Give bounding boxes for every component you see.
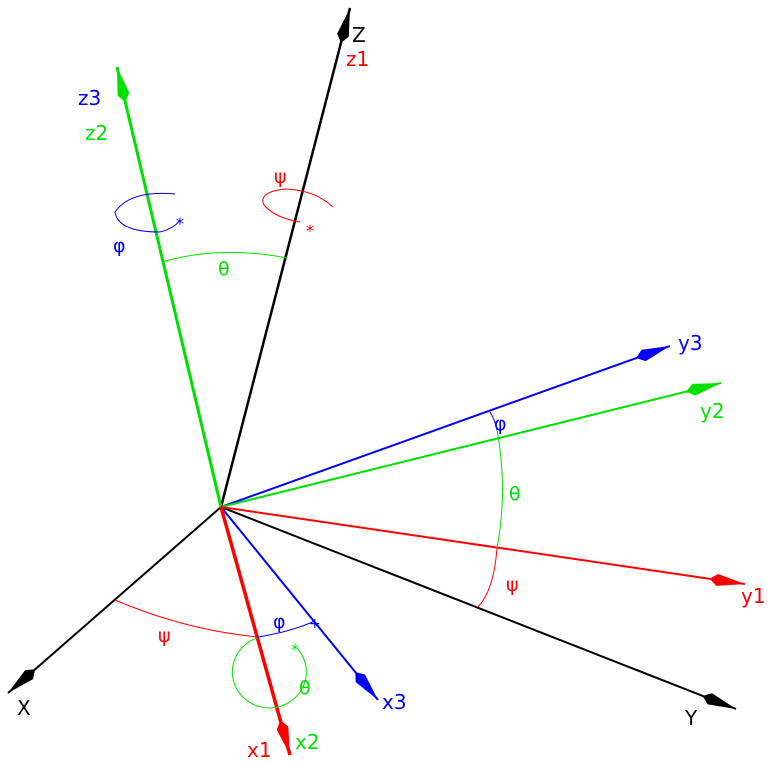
theta-arc-right (496, 429, 503, 549)
phi-rotation-z (114, 192, 181, 233)
psi-star-marker: * (306, 221, 314, 240)
psi-arc-right (477, 547, 498, 608)
label-psi-top: ψ (274, 166, 287, 188)
axis-y3 (220, 345, 671, 508)
label-theta-bottom: θ (299, 677, 311, 699)
label-x1: x1 (247, 738, 272, 762)
axis-X (7, 506, 222, 694)
axis-y2 (220, 382, 722, 508)
label-phi-top: φ (113, 235, 126, 257)
psi-rotation-z (262, 188, 334, 223)
label-phi-right: φ (494, 413, 507, 435)
label-X: X (17, 696, 31, 720)
theta-star-marker: * (291, 640, 299, 659)
axis-z2-z3 (115, 66, 223, 508)
axis-Y (220, 506, 737, 710)
label-z1: z1 (346, 47, 369, 71)
label-y2: y2 (700, 399, 725, 423)
label-psi-bottom: ψ (158, 625, 171, 647)
label-Z: Z (352, 23, 366, 47)
label-phi-bottom: φ (273, 611, 286, 633)
label-Y: Y (684, 706, 698, 730)
label-z3: z3 (78, 86, 101, 110)
axis-y1 (220, 506, 746, 586)
phi-tick-marker: + (309, 616, 321, 632)
psi-arc-bottom (114, 599, 259, 638)
label-theta-right: θ (509, 483, 521, 505)
label-x3: x3 (382, 690, 407, 714)
label-theta-top: θ (218, 258, 230, 280)
label-y1: y1 (741, 584, 766, 608)
label-y3: y3 (678, 331, 703, 355)
label-psi-right: ψ (506, 574, 519, 596)
theta-arc-top (161, 251, 288, 263)
axis-x1-x2 (219, 506, 292, 756)
phi-arc-bottom (257, 620, 316, 638)
axis-x3 (220, 506, 379, 701)
label-z2: z2 (85, 121, 108, 145)
theta-rotation-x (231, 637, 307, 709)
phi-star-marker: * (176, 214, 184, 233)
phi-arc-right (489, 411, 498, 431)
label-x2: x2 (295, 730, 320, 754)
